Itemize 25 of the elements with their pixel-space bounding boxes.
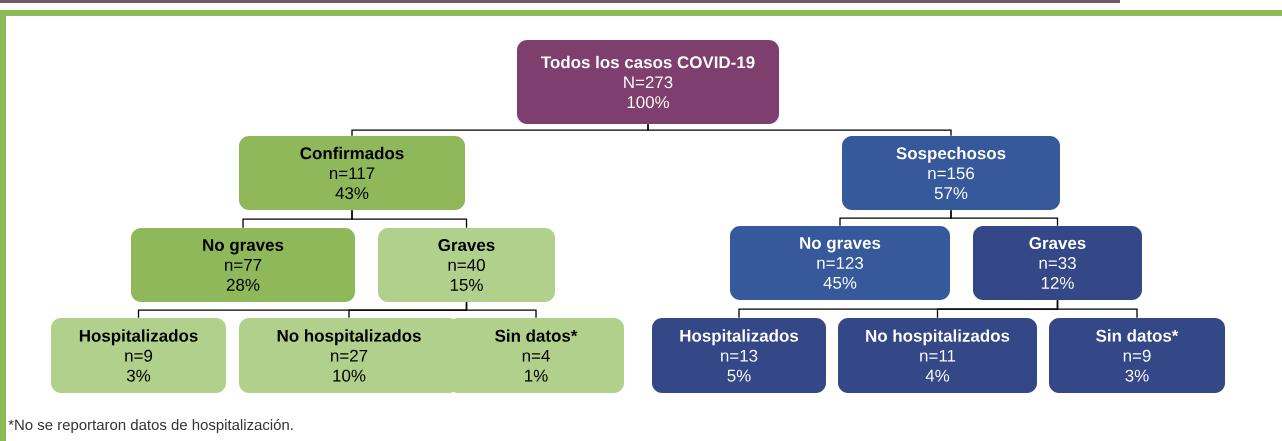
node-label: Sin datos* xyxy=(495,329,578,342)
category-box: Sin datos* n=9 3% xyxy=(1049,318,1225,393)
category-box: Todos los casos COVID-19 N=273 100% xyxy=(517,40,779,124)
category-box: Graves n=33 12% xyxy=(973,226,1142,300)
connector-line xyxy=(950,209,1059,227)
category-box: No graves n=77 28% xyxy=(131,228,355,302)
node-label: n=4 xyxy=(522,349,550,362)
category-box: No graves n=123 45% xyxy=(730,226,950,300)
node-label: 10% xyxy=(333,369,366,382)
connector-line xyxy=(465,301,537,319)
connector-line xyxy=(647,123,952,137)
category-box: Hospitalizados n=13 5% xyxy=(652,318,826,393)
connector-line xyxy=(351,209,468,229)
category-box: Confirmados n=117 43% xyxy=(239,136,465,210)
node-label: n=27 xyxy=(331,349,368,362)
node-label: 1% xyxy=(525,369,548,382)
connector-line xyxy=(1056,299,1138,319)
category-box: No hospitalizados n=27 10% xyxy=(239,318,459,393)
node-label: No hospitalizados xyxy=(277,329,421,346)
category-box: No hospitalizados n=11 4% xyxy=(838,318,1037,393)
footnote: *No se reportaron datos de hospitalización. xyxy=(8,418,293,434)
category-box: Graves n=40 15% xyxy=(378,228,555,302)
category-box: Sin datos* n=4 1% xyxy=(448,318,624,393)
category-box: Sospechosos n=156 57% xyxy=(842,136,1060,210)
category-box: Hospitalizados n=9 3% xyxy=(51,318,226,393)
